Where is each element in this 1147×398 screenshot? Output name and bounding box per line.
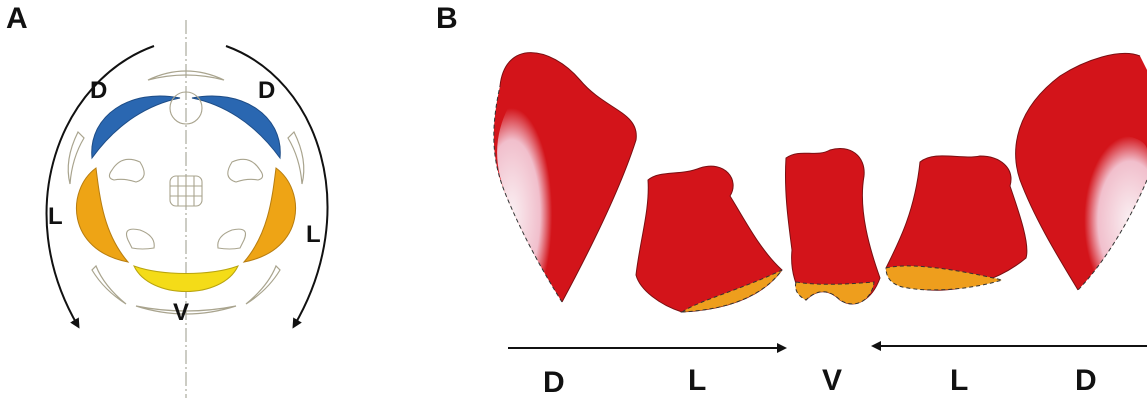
lateral-petal-right bbox=[244, 168, 296, 262]
petal-lateral-left bbox=[636, 166, 782, 312]
dorsal-petal-left bbox=[92, 96, 180, 158]
bottom-label-dorsal-left: D bbox=[543, 366, 565, 398]
dorsal-petal-right bbox=[192, 96, 280, 158]
petal-lateral-right bbox=[886, 156, 1027, 290]
petal-dorsal-right bbox=[1016, 53, 1147, 290]
label-lateral-left: L bbox=[48, 203, 63, 230]
petal-ventral bbox=[785, 148, 880, 304]
petal-dorsal-left bbox=[494, 53, 636, 302]
lateral-petal-left bbox=[76, 168, 128, 262]
label-ventral: V bbox=[173, 299, 189, 326]
bottom-label-lateral-left: L bbox=[688, 364, 706, 397]
label-dorsal-right: D bbox=[258, 77, 275, 104]
label-dorsal-left: D bbox=[90, 77, 107, 104]
bottom-label-dorsal-right: D bbox=[1075, 364, 1097, 397]
floral-diagram: D D L L V bbox=[47, 20, 328, 398]
bottom-label-lateral-right: L bbox=[950, 364, 968, 397]
petal-row bbox=[494, 53, 1147, 312]
bottom-label-ventral: V bbox=[822, 364, 842, 397]
label-lateral-right: L bbox=[306, 221, 321, 248]
